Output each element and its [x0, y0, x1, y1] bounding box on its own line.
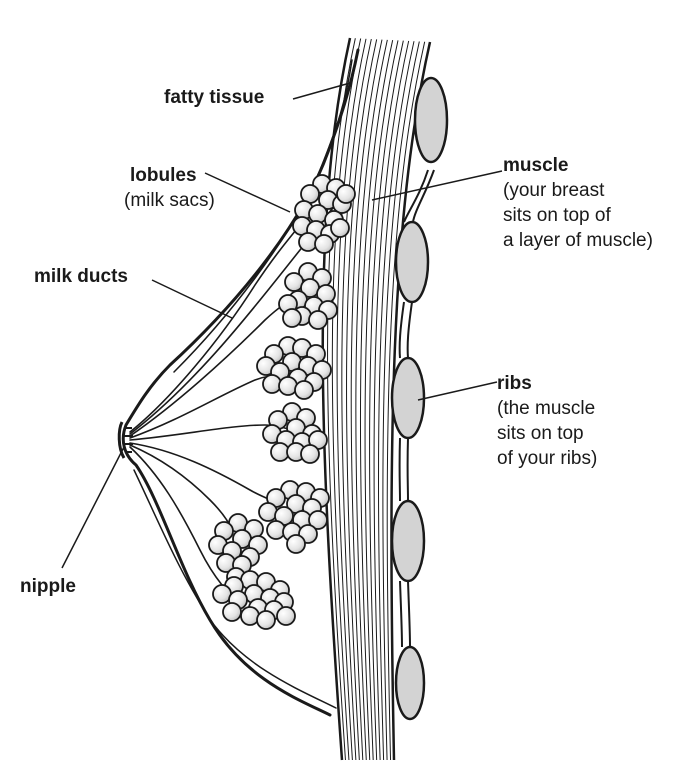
lobule-sac [277, 607, 295, 625]
label-nipple-title: nipple [20, 574, 76, 599]
label-ribs-title: ribs [497, 371, 597, 396]
label-muscle-title: muscle [503, 153, 653, 178]
rib-oval [415, 78, 447, 162]
lobule-sac [267, 521, 285, 539]
lobule-sac [259, 503, 277, 521]
lobule-sac [257, 611, 275, 629]
label-fatty-tissue-title: fatty tissue [164, 85, 264, 110]
rib-oval [392, 358, 424, 438]
lobule-sac [337, 185, 355, 203]
label-nipple: nipple [20, 574, 76, 599]
lobule-sac [301, 445, 319, 463]
label-milk-ducts: milk ducts [34, 264, 128, 289]
leader-nipple [62, 447, 124, 568]
lobule-sac [263, 375, 281, 393]
lobule-sac [279, 377, 297, 395]
label-ribs-desc-2: sits on top [497, 421, 597, 446]
leader-milk-ducts [152, 280, 232, 318]
label-lobules-title: lobules [124, 163, 215, 188]
leader-lobules [205, 173, 290, 212]
label-milk-ducts-title: milk ducts [34, 264, 128, 289]
label-muscle: muscle (your breast sits on top of a lay… [503, 153, 653, 253]
lobule-sac [299, 233, 317, 251]
label-muscle-desc-1: (your breast [503, 178, 653, 203]
leader-ribs [418, 382, 497, 400]
lobule-sac [283, 309, 301, 327]
rib-oval [396, 222, 428, 302]
lobule-sac [241, 607, 259, 625]
leader-fatty-tissue [293, 83, 350, 99]
rib-oval [396, 647, 424, 719]
label-lobules: lobules (milk sacs) [124, 163, 215, 213]
label-muscle-desc-2: sits on top of [503, 203, 653, 228]
label-ribs: ribs (the muscle sits on top of your rib… [497, 371, 597, 471]
lobule-sac [287, 535, 305, 553]
label-ribs-desc-1: (the muscle [497, 396, 597, 421]
lobule-sac [223, 603, 241, 621]
rib-oval [392, 501, 424, 581]
lobule-sac [315, 235, 333, 253]
rib-chain [392, 78, 447, 719]
lobule-sac [309, 311, 327, 329]
lobule-sac [331, 219, 349, 237]
label-ribs-desc-3: of your ribs) [497, 446, 597, 471]
label-muscle-desc-3: a layer of muscle) [503, 228, 653, 253]
lobule-sac [295, 381, 313, 399]
label-fatty-tissue: fatty tissue [164, 85, 264, 110]
label-lobules-desc: (milk sacs) [124, 188, 215, 213]
